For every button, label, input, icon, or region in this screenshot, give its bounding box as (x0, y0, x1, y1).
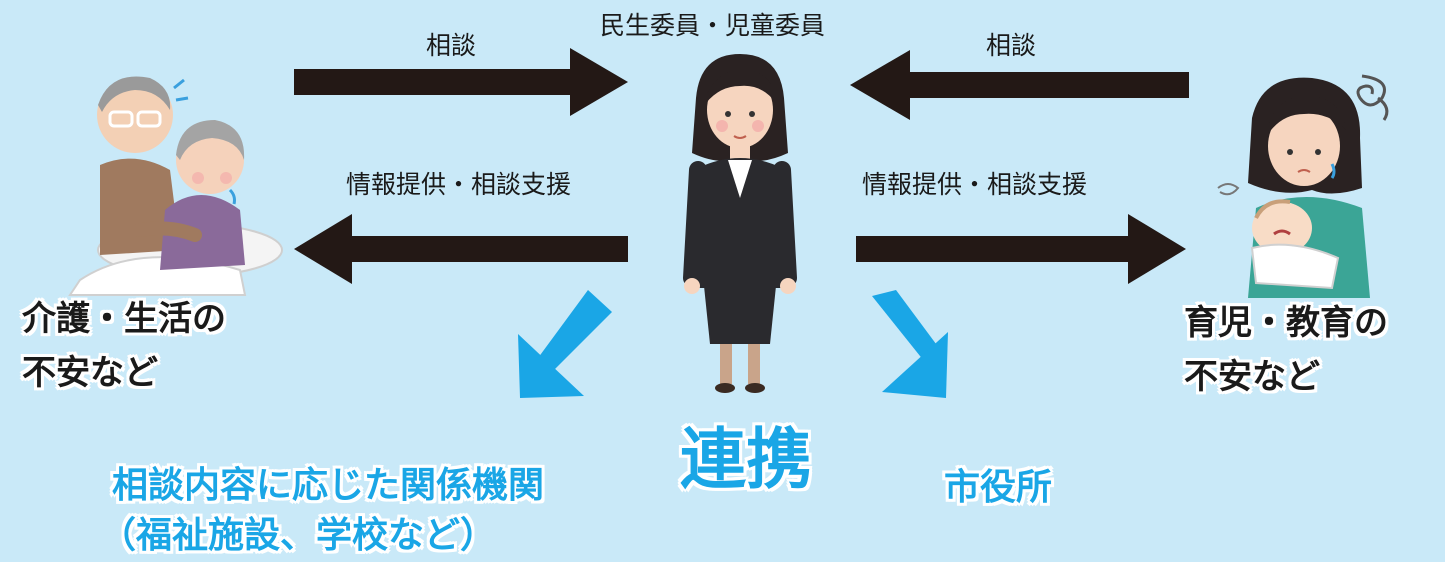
role-label: 民生委員・児童委員 (600, 11, 826, 40)
arrow-left-support (294, 214, 628, 284)
right-concern-line1: 育児・教育の (1184, 303, 1388, 343)
parent-baby-illustration (1217, 74, 1389, 298)
right-consult-label: 相談 (986, 31, 1037, 60)
commissioner-illustration (683, 54, 797, 393)
right-support-label: 情報提供・相談支援 (862, 170, 1088, 199)
agencies-line1: 相談内容に応じた関係機関 (112, 465, 545, 506)
city-office-label: 市役所 (944, 467, 1053, 508)
arrow-left-consult (294, 48, 628, 116)
arrow-blue-down-right (872, 290, 948, 398)
link-label: 連携 (680, 421, 812, 498)
left-concern-line2: 不安など (22, 353, 158, 393)
elderly-couple-illustration (68, 76, 283, 296)
left-concern-line1: 介護・生活の (22, 299, 226, 339)
arrow-right-support (856, 214, 1186, 284)
arrow-right-consult (850, 50, 1189, 120)
arrow-blue-down-left (518, 290, 612, 398)
right-concern-line2: 不安など (1184, 357, 1320, 397)
left-support-label: 情報提供・相談支援 (346, 170, 572, 199)
agencies-line2: （福祉施設、学校など） (100, 515, 497, 556)
left-consult-label: 相談 (426, 31, 477, 60)
